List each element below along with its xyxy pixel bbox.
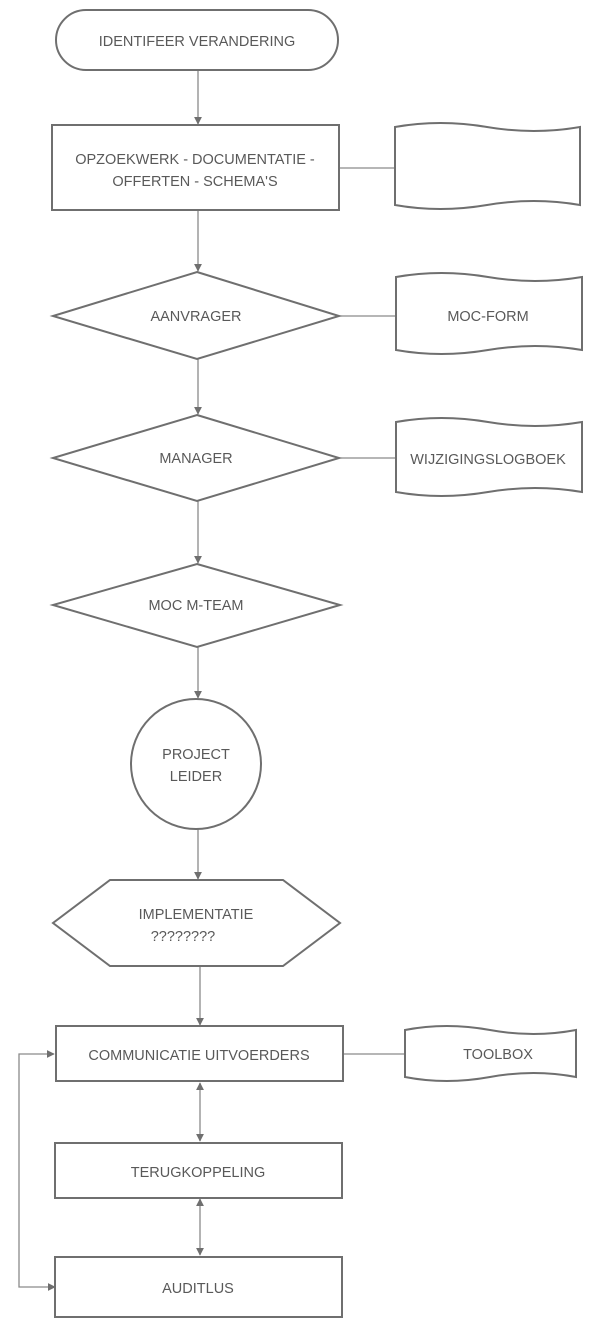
change-log-document: WIJZIGINGSLOGBOEK xyxy=(395,417,583,497)
implementation-label-line2: ???????? xyxy=(151,929,216,945)
start-terminator: IDENTIFEER VERANDERING xyxy=(55,9,339,71)
feedback-process: TERUGKOPPELING xyxy=(54,1142,343,1199)
requester-label: AANVRAGER xyxy=(150,309,241,325)
research-document xyxy=(394,122,581,210)
moc-team-decision: MOC M-TEAM xyxy=(49,562,344,649)
change-log-label: WIJZIGINGSLOGBOEK xyxy=(410,452,566,468)
toolbox-document: TOOLBOX xyxy=(404,1025,577,1082)
moc-form-document: MOC-FORM xyxy=(395,272,583,355)
audit-loop-label: AUDITLUS xyxy=(162,1281,234,1297)
audit-loop-process: AUDITLUS xyxy=(54,1256,343,1318)
research-label-line2: OFFERTEN - SCHEMA'S xyxy=(112,174,277,190)
feedback-label: TERUGKOPPELING xyxy=(131,1165,266,1181)
manager-decision: MANAGER xyxy=(49,413,343,503)
communication-label: COMMUNICATIE UITVOERDERS xyxy=(88,1048,309,1064)
start-label: IDENTIFEER VERANDERING xyxy=(99,34,296,50)
project-leader-label-line2: LEIDER xyxy=(170,769,222,785)
research-process: OPZOEKWERK - DOCUMENTATIE - OFFERTEN - S… xyxy=(51,124,340,211)
communication-process: COMMUNICATIE UITVOERDERS xyxy=(55,1025,344,1082)
manager-label: MANAGER xyxy=(159,451,232,467)
moc-team-label: MOC M-TEAM xyxy=(148,598,243,614)
toolbox-label: TOOLBOX xyxy=(463,1047,533,1063)
implementation-hexagon: IMPLEMENTATIE ???????? xyxy=(51,879,342,967)
requester-decision: AANVRAGER xyxy=(49,270,343,361)
project-leader-label-line1: PROJECT xyxy=(162,747,230,763)
implementation-label-line1: IMPLEMENTATIE xyxy=(139,907,254,923)
research-label-line1: OPZOEKWERK - DOCUMENTATIE - xyxy=(75,152,315,168)
connectors xyxy=(18,70,405,1291)
moc-form-label: MOC-FORM xyxy=(447,309,528,325)
arrow-audit-loop xyxy=(18,1050,56,1291)
project-leader-circle: PROJECT LEIDER xyxy=(130,698,262,830)
